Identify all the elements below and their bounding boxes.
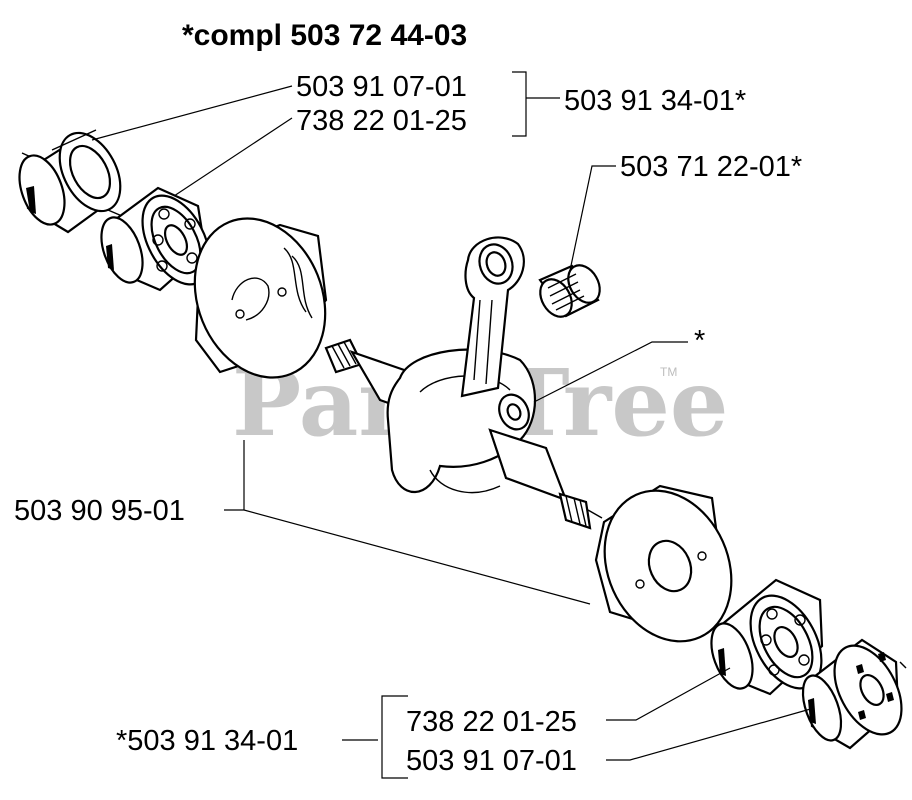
watermark-trademark: TM xyxy=(660,365,677,379)
assembly-title: *compl 503 72 44-03 xyxy=(182,19,467,52)
leader-lines xyxy=(91,71,815,779)
label-top-bearing: 738 22 01-25 xyxy=(296,105,467,137)
label-needle-bearing: 503 71 22-01* xyxy=(620,151,802,183)
crank-disc-left xyxy=(193,217,328,379)
crankshaft xyxy=(324,236,592,530)
label-top-kit: 503 91 34-01* xyxy=(564,85,746,117)
label-bottom-kit: *503 91 34-01 xyxy=(116,725,298,757)
ball-bearing-right xyxy=(710,578,824,696)
label-crankshaft: * xyxy=(694,325,705,357)
ball-bearing-left xyxy=(100,186,211,292)
label-bottom-seal: 503 91 07-01 xyxy=(406,745,577,777)
label-bottom-bearing: 738 22 01-25 xyxy=(406,706,577,738)
needle-bearing xyxy=(538,264,601,318)
seal-left xyxy=(18,129,122,234)
part-labels: 503 91 07-01 738 22 01-25 503 91 34-01* … xyxy=(14,71,802,777)
label-top-seal: 503 91 07-01 xyxy=(296,71,467,103)
crank-disc-right xyxy=(594,484,733,643)
seal-right xyxy=(801,638,907,750)
label-crank-discs: 503 90 95-01 xyxy=(14,495,185,527)
